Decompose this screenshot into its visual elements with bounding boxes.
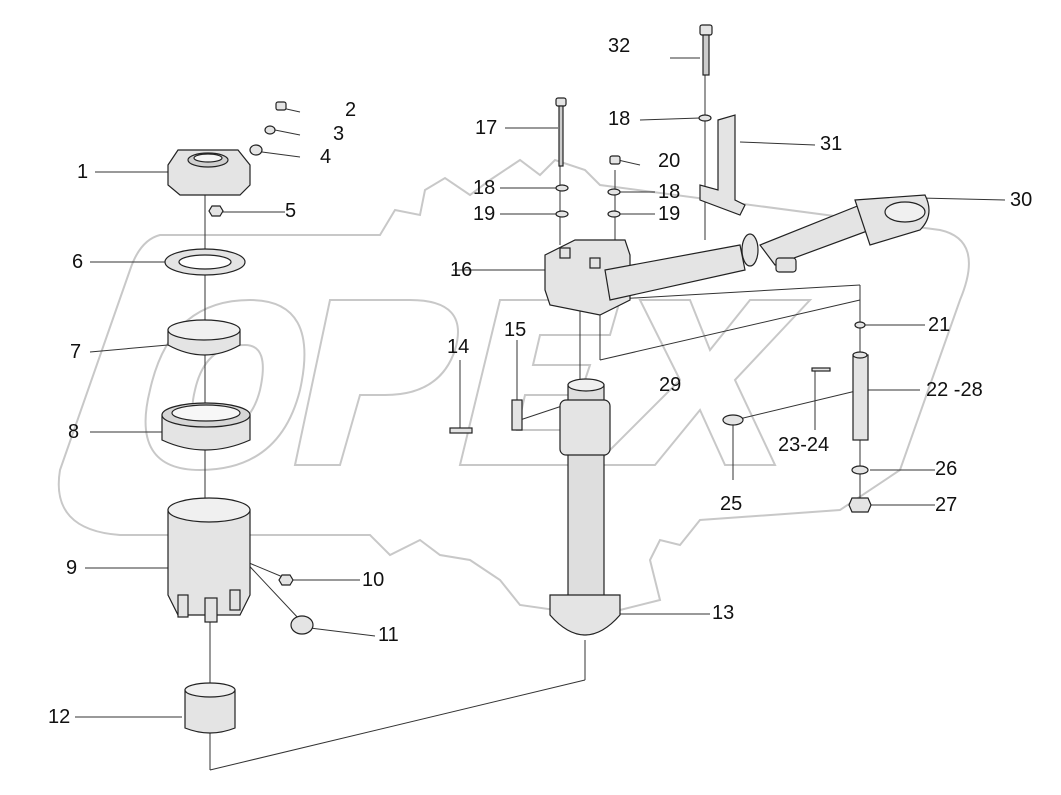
callout-20: 20 xyxy=(658,150,681,172)
leader-lines xyxy=(75,57,1006,771)
callout-23-24: 23-24 xyxy=(778,434,830,456)
part-4-washer xyxy=(249,144,263,156)
callout-3: 3 xyxy=(333,123,345,145)
callout-6: 6 xyxy=(72,251,84,273)
part-15-key xyxy=(511,399,523,431)
part-7-disc xyxy=(167,319,241,356)
callout-4: 4 xyxy=(320,146,332,168)
callout-32: 32 xyxy=(608,35,631,57)
part-25-plate xyxy=(722,414,744,426)
callout-27: 27 xyxy=(935,494,958,516)
callout-19-left: 19 xyxy=(473,203,496,225)
part-26-washer xyxy=(851,465,869,475)
callout-16: 16 xyxy=(450,259,473,281)
part-30-lever xyxy=(759,194,930,273)
part-22-28-pin xyxy=(852,351,869,441)
part-27-nut xyxy=(848,497,872,513)
callout-18-right: 18 xyxy=(658,181,681,203)
part-21-ring xyxy=(854,321,866,329)
part-1-housing xyxy=(167,149,251,196)
callout-13: 13 xyxy=(712,602,735,624)
callout-8: 8 xyxy=(68,421,80,443)
part-16-body xyxy=(544,239,631,316)
part-32-bolt xyxy=(699,24,713,76)
callout-5: 5 xyxy=(285,200,297,222)
callout-21: 21 xyxy=(928,314,951,336)
part-2-screw xyxy=(275,101,287,111)
parts xyxy=(161,24,930,734)
part-10-nut xyxy=(278,574,294,586)
callout-12: 12 xyxy=(48,706,71,728)
callout-25: 25 xyxy=(720,493,743,515)
part-11-cap xyxy=(290,615,314,635)
part-9-bushing xyxy=(167,497,251,623)
callout-7: 7 xyxy=(70,341,82,363)
part-13-shaft xyxy=(549,378,621,636)
part-20-bolt xyxy=(609,155,621,165)
watermark-letters xyxy=(144,298,813,472)
callout-14: 14 xyxy=(447,336,470,358)
part-8-ring xyxy=(161,402,251,451)
callout-31: 31 xyxy=(820,133,843,155)
callout-18-left: 18 xyxy=(473,177,496,199)
callout-1: 1 xyxy=(77,161,89,183)
callout-30: 30 xyxy=(1010,189,1033,211)
callout-29: 29 xyxy=(659,374,682,396)
callout-18-top: 18 xyxy=(608,108,631,130)
part-18-washers xyxy=(555,114,712,196)
callout-2: 2 xyxy=(345,99,357,121)
callout-26: 26 xyxy=(935,458,958,480)
part-14-pin xyxy=(449,427,473,434)
callout-9: 9 xyxy=(66,557,78,579)
callout-19-right: 19 xyxy=(658,203,681,225)
part-31-bracket xyxy=(699,114,746,216)
part-19-washers xyxy=(555,210,621,218)
part-5-nut xyxy=(208,205,224,217)
part-29-arm xyxy=(604,233,759,301)
part-3-washer xyxy=(264,125,276,135)
part-6-gasket xyxy=(164,248,246,276)
part-17-bolt xyxy=(555,97,567,167)
callout-10: 10 xyxy=(362,569,385,591)
callout-15: 15 xyxy=(504,319,527,341)
callout-22-28: 22 -28 xyxy=(926,379,983,401)
part-12-sleeve xyxy=(184,682,236,734)
callout-11: 11 xyxy=(378,624,399,646)
part-23-24-pin xyxy=(811,367,831,372)
callout-17: 17 xyxy=(475,117,498,139)
